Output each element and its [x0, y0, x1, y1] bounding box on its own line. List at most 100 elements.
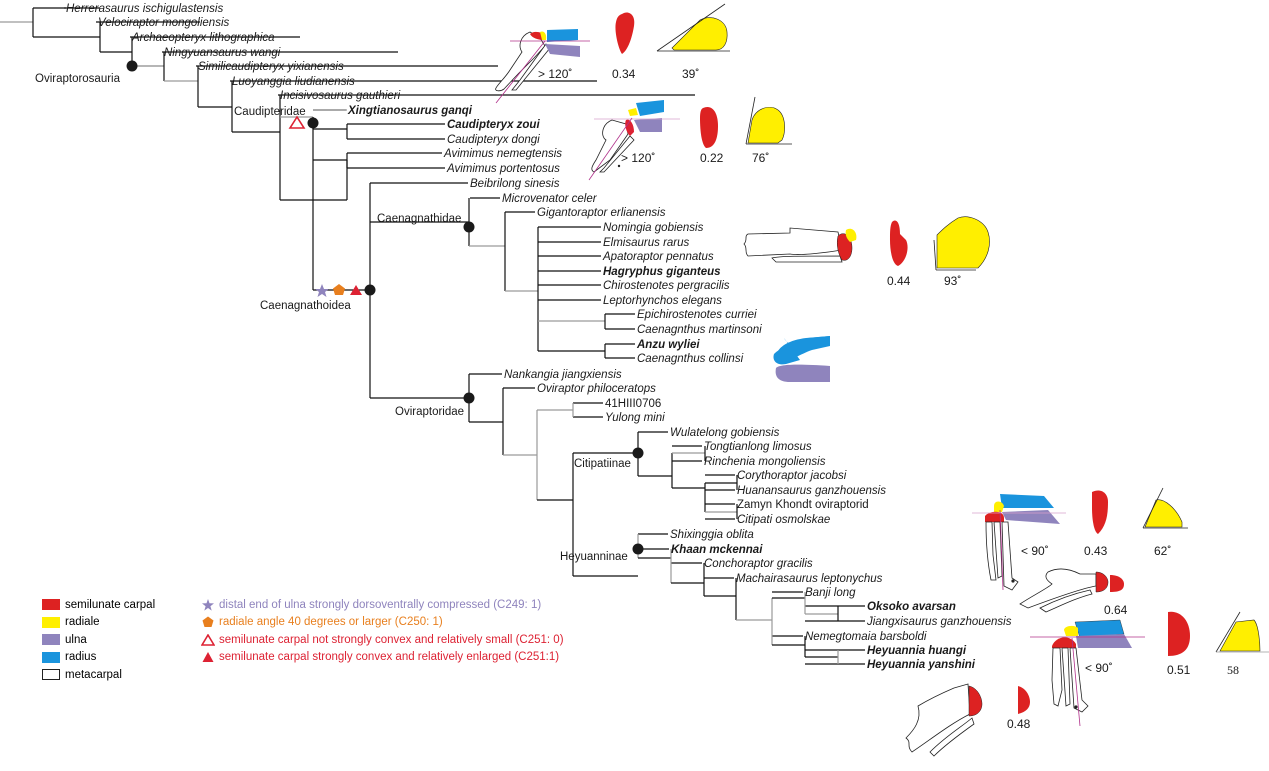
taxon-label: Caudipteryx dongi [447, 134, 540, 146]
star-icon [201, 598, 215, 611]
radiale-shape [540, 31, 547, 40]
semilunate-carpal-shape [1092, 490, 1108, 534]
taxon-label: Rinchenia mongoliensis [704, 456, 826, 468]
clade-node-dot [632, 447, 644, 459]
clade-node-dot [463, 392, 475, 404]
character-markers [288, 115, 362, 297]
taxon-label: Caenagnthus collinsi [637, 353, 744, 365]
legend-label: radiale [65, 616, 100, 629]
semilunate-carpal-shape [1095, 571, 1109, 593]
clade-label-caudipteridae: Caudipteridae [234, 106, 306, 118]
metacarpal-illustration [1001, 521, 1019, 591]
angle-line [656, 3, 726, 52]
taxon-label: Corythoraptor jacobsi [737, 470, 847, 482]
angle-line [1215, 611, 1241, 653]
clade-node-dot [307, 117, 319, 129]
taxon-label: Yulong mini [605, 412, 665, 424]
legend-label: semilunate carpal strongly convex and re… [219, 651, 560, 664]
taxon-label: Tongtianlong limosus [704, 441, 812, 453]
filled-triangle-icon [201, 651, 215, 663]
illustration-group-heyuannia-lower: 0.48 [905, 683, 1031, 757]
radiale-shape [1064, 625, 1078, 636]
taxon-label: Xingtianosaurus ganqi [347, 105, 473, 117]
taxon-label: Herrerasaurus ischigulastensis [66, 3, 223, 15]
angle-line [745, 96, 756, 145]
ulna-shape [545, 44, 580, 57]
taxon-label: Epichirostenotes curriei [637, 309, 757, 321]
taxon-label: Incisivosaurus gauthieri [280, 90, 401, 102]
taxon-label: Citipati osmolskae [737, 514, 830, 526]
taxon-labels: Herrerasaurus ischigulastensisVelocirapt… [66, 3, 1012, 671]
legend-char-c251-0: semilunate carpal not strongly convex an… [201, 631, 564, 649]
taxon-label: Zamyn Khondt oviraptorid [737, 499, 869, 511]
radiale-angle-label: 93˚ [944, 274, 961, 288]
legend-item-metacarpal: metacarpal [42, 666, 155, 684]
clade-node-dot [364, 284, 376, 296]
radius-swatch [42, 651, 60, 663]
radiale-shape [1219, 619, 1261, 652]
radiale-shape [845, 228, 857, 242]
semilunate-ratio-label: 0.48 [1007, 717, 1031, 731]
clade-node-dot [126, 60, 138, 72]
ulna-shape [1076, 634, 1132, 648]
semilunate-carpal-shape [700, 106, 718, 148]
semilunate-carpal-shape [968, 685, 983, 717]
ulna-shape [634, 118, 662, 132]
pivot-dot [617, 164, 621, 168]
angle-line [933, 239, 937, 271]
taxon-label: Khaan mckennai [671, 544, 763, 556]
wrist-angle-label: > 120˚ [621, 151, 655, 165]
illustration-group-2: > 120˚ 0.22 76˚ [588, 96, 792, 181]
wrist-angle-label: < 90˚ [1021, 544, 1049, 558]
character-legend: distal end of ulna strongly dorsoventral… [201, 596, 564, 666]
guide-line [588, 117, 633, 181]
taxon-label: Banji long [805, 587, 856, 599]
radiale-shape [628, 108, 638, 116]
taxon-label: Leptorhynchos elegans [603, 295, 722, 307]
legend-label: metacarpal [65, 668, 122, 681]
taxon-label: Beibrilong sinesis [470, 178, 560, 190]
open-triangle-c251-0-icon [288, 115, 306, 129]
radiale-angle-label: 76˚ [752, 151, 769, 165]
taxon-label: Velociraptor mongoliensis [98, 17, 230, 29]
ulna-shape [1002, 510, 1060, 524]
pentagon-icon [201, 616, 215, 628]
taxon-label: Archaeopteryx lithographica [131, 32, 275, 44]
taxon-label: Ningyuansaurus wangi [164, 47, 281, 59]
radius-shape [636, 100, 664, 116]
clade-nodes [126, 60, 644, 555]
legend-item-radiale: radiale [42, 614, 155, 632]
taxon-label: Anzu wyliei [636, 339, 700, 351]
clade-label-citipatiinae: Citipatiinae [574, 458, 631, 470]
taxon-label: Heyuannia huangi [867, 645, 967, 657]
legend-char-c249: distal end of ulna strongly dorsoventral… [201, 596, 564, 614]
radius-shape [776, 336, 830, 362]
ulna-shape [775, 364, 830, 382]
metacarpal-illustration [929, 717, 975, 757]
radiale-angle-label: 58 [1227, 663, 1239, 677]
legend-label: radius [65, 651, 97, 664]
semilunate-ratio-label: 0.43 [1084, 544, 1108, 558]
taxon-label: Caudipteryx zoui [447, 119, 540, 131]
legend-item-ulna: ulna [42, 631, 155, 649]
clade-node-dot [632, 543, 644, 555]
metacarpal-illustration [1019, 568, 1097, 609]
element-legend: semilunate carpal radiale ulna radius me… [42, 596, 155, 684]
clade-label-oviraptorosauria: Oviraptorosauria [35, 73, 121, 85]
pivot-dot [1074, 705, 1078, 709]
semilunate-carpal-shape [1018, 686, 1030, 714]
radiale-shape [994, 501, 1004, 512]
taxon-label: Nomingia gobiensis [603, 222, 704, 234]
clade-node-dot [463, 221, 475, 233]
radiale-angle-label: 39˚ [682, 67, 699, 81]
clade-label-heyuanninae: Heyuanninae [560, 551, 628, 563]
metacarpal-illustration [1051, 647, 1063, 707]
metacarpal-illustration [1039, 589, 1093, 613]
semilunate-carpal-shape [985, 511, 1004, 522]
taxon-label: Caenagnthus martinsoni [637, 324, 762, 336]
semilunate-carpal-shape [615, 12, 635, 54]
metacarpal-illustration [993, 521, 1003, 579]
radiale-shape [747, 107, 785, 144]
taxon-label: Jiangxisaurus ganzhouensis [866, 616, 1012, 628]
angle-line [1142, 487, 1164, 529]
